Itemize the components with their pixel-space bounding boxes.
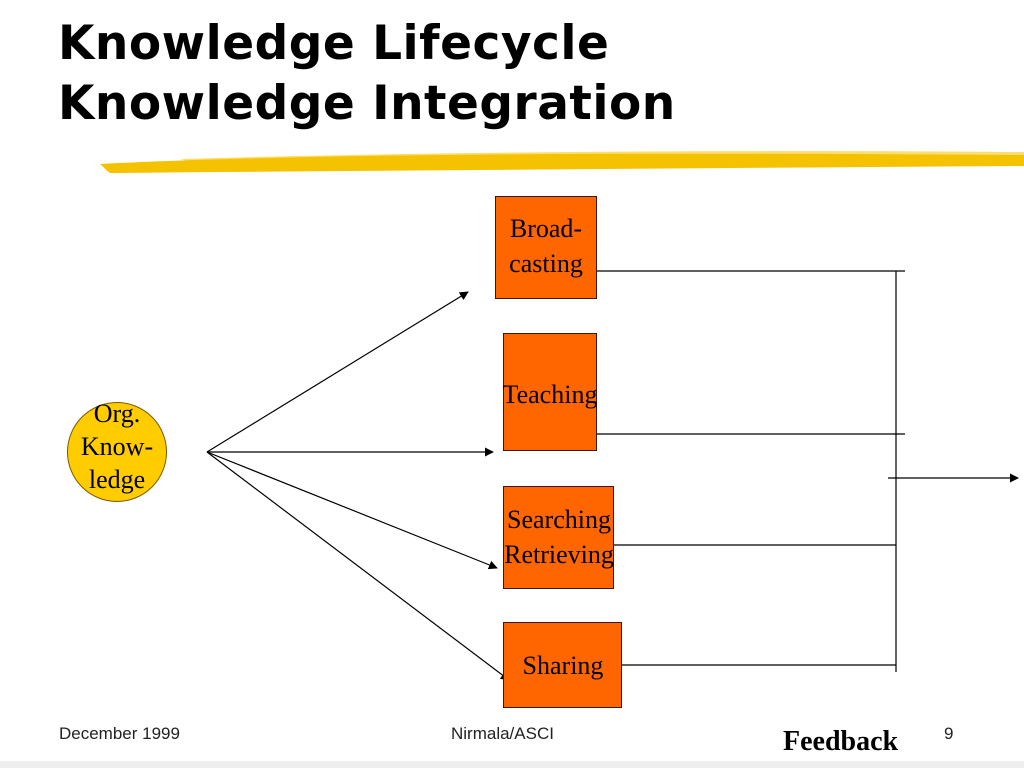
teaching-box: [503, 333, 597, 451]
footer-date: December 1999: [59, 724, 180, 743]
feedback-label: Feedback: [783, 726, 899, 757]
arrow-to-sharing: [206, 451, 510, 681]
sharing-label: Sharing: [522, 651, 604, 680]
searching-retrieving-box: [503, 486, 614, 589]
searching-retrieving-label: Searching Retrieving: [504, 505, 614, 569]
footer-page-number: 9: [944, 724, 954, 743]
org-knowledge-circle: [67, 402, 167, 502]
title-line-1: Knowledge Lifecycle: [58, 16, 610, 71]
arrow-to-broadcasting: [206, 291, 469, 453]
slide-title: Knowledge Lifecycle Knowledge Integratio…: [58, 14, 676, 134]
broadcasting-label: Broad- casting: [509, 214, 583, 278]
brush-stroke-tail: [104, 166, 420, 172]
title-line-2: Knowledge Integration: [58, 76, 676, 131]
arrow-to-searching: [206, 451, 498, 570]
org-knowledge-label: Org. Know- ledge: [80, 399, 154, 494]
teaching-label: Teaching: [502, 380, 598, 409]
broadcasting-box: [495, 196, 597, 299]
sharing-box: [503, 622, 622, 708]
footer-author: Nirmala/ASCI: [451, 724, 554, 743]
brush-stroke-light: [180, 151, 1024, 164]
title-underline-brush: [100, 151, 1024, 173]
bottom-strip: [0, 761, 1024, 768]
